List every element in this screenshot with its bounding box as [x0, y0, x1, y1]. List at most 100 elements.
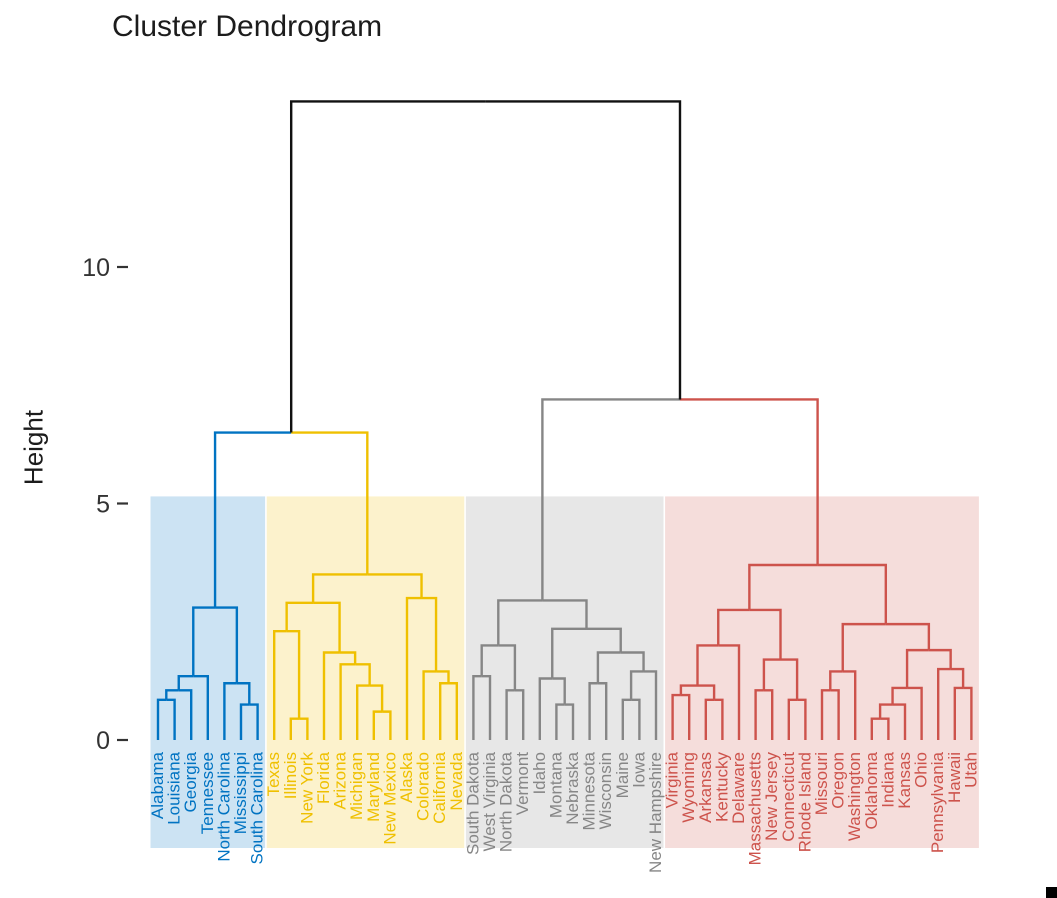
dendrogram-branch: [953, 686, 964, 740]
dendrogram-branch: [679, 398, 819, 565]
dendrogram-branch: [928, 648, 952, 670]
dendrogram-branch: [286, 630, 301, 719]
dendrogram-branch: [680, 693, 691, 740]
dendrogram-branch: [439, 682, 449, 740]
y-tick-label: 0: [96, 727, 110, 755]
dendrogram-branch: [763, 689, 774, 740]
dendrogram-branch: [597, 682, 608, 740]
dendrogram-branch: [367, 573, 423, 599]
dendrogram-branch: [754, 689, 764, 740]
dendrogram-branch: [156, 698, 167, 740]
leaf-label: Wyoming: [679, 752, 698, 823]
dendrogram-branch: [505, 689, 515, 740]
dendrogram-branch: [963, 686, 973, 740]
dendrogram-branch: [787, 698, 798, 740]
leaf-label: Maryland: [364, 752, 383, 822]
dendrogram-branch: [950, 667, 965, 688]
leaf-label: South Dakota: [463, 751, 482, 855]
dendrogram-branch: [780, 658, 799, 700]
dendrogram-branch: [497, 599, 543, 646]
dendrogram-branch: [369, 684, 384, 712]
leaf-label: New York: [297, 752, 316, 824]
leaf-label: South Carolina: [248, 751, 267, 864]
leaf-label: Washington: [845, 752, 864, 841]
dendrogram-branch: [631, 698, 641, 740]
leaf-label: Nebraska: [563, 751, 582, 824]
dendrogram-branch: [436, 670, 450, 684]
dendrogram-branch: [588, 682, 598, 740]
leaf-label: New Hampshire: [646, 752, 665, 873]
chart-title: Cluster Dendrogram: [112, 10, 383, 43]
leaf-label: Montana: [546, 751, 565, 818]
dendrogram-branch: [718, 644, 741, 740]
dendrogram-branch: [704, 698, 715, 740]
dendrogram-branch: [355, 663, 371, 686]
leaf-label: California: [430, 751, 449, 823]
dendrogram-branch: [541, 398, 680, 601]
dendrogram-branch: [697, 684, 716, 700]
dendrogram-branch: [555, 703, 565, 740]
dendrogram-branch: [937, 667, 951, 740]
leaf-label: Missouri: [812, 752, 831, 815]
leaf-label: Pennsylvania: [928, 751, 947, 853]
dendrogram-branch: [289, 717, 300, 740]
cluster-rect-1: [150, 496, 266, 848]
dendrogram-branch: [542, 599, 588, 629]
dendrogram-branch: [714, 698, 724, 740]
leaf-label: Oklahoma: [862, 751, 881, 829]
dendrogram-branch: [177, 674, 194, 691]
dendrogram-branch: [696, 644, 719, 686]
leaf-label: Idaho: [530, 752, 549, 795]
leaf-label: Michigan: [347, 752, 366, 820]
dendrogram-branch: [193, 674, 209, 740]
leaf-label: Florida: [314, 751, 333, 804]
dendrogram-branch: [643, 670, 658, 740]
dendrogram-branch: [842, 670, 857, 740]
leaf-label: New Jersey: [762, 752, 781, 841]
dendrogram-branch: [621, 698, 632, 740]
leaf-label: Hawaii: [945, 752, 964, 803]
dendrogram-branch: [249, 703, 259, 740]
leaf-label: Alaska: [397, 751, 416, 803]
dendrogram-branch: [905, 648, 929, 688]
cluster-rect-4: [665, 496, 979, 848]
dendrogram-branch: [797, 698, 807, 740]
dendrogram-branch: [748, 563, 818, 610]
dendrogram-branch: [878, 703, 893, 719]
dendrogram-branch: [552, 677, 566, 705]
dendrogram-branch: [472, 674, 482, 740]
dendrogram-branch: [339, 651, 357, 665]
leaf-label: Vermont: [513, 752, 532, 816]
dendrogram-branch: [421, 596, 438, 672]
leaf-label: Virginia: [663, 751, 682, 808]
leaf-label: Utah: [961, 752, 980, 788]
dendrogram-branch: [223, 682, 237, 740]
leaf-label: Connecticut: [779, 752, 798, 842]
y-axis-label: Height: [18, 409, 49, 486]
dendrogram-branch: [514, 689, 525, 740]
dendrogram-branch: [620, 651, 645, 672]
leaf-label: Arkansas: [696, 752, 715, 823]
leaf-label: Rhode Island: [795, 752, 814, 852]
leaf-label: Kentucky: [712, 752, 731, 822]
dendrogram-branch: [907, 686, 923, 740]
leaf-label: Nevada: [447, 751, 466, 810]
leaf-label: Minnesota: [580, 751, 599, 830]
dendrogram-branch: [405, 596, 422, 740]
dendrogram-branch: [885, 622, 931, 651]
dendrogram-branch: [382, 710, 392, 740]
dendrogram-branch: [480, 644, 499, 677]
corner-artifact: [1046, 887, 1057, 898]
dendrogram-branch: [629, 670, 644, 700]
leaf-label: New Mexico: [380, 752, 399, 845]
leaf-label: Louisiana: [165, 751, 184, 824]
leaf-label: Massachusetts: [746, 752, 765, 865]
dendrogram-branch: [178, 689, 193, 740]
dendrogram-branch: [213, 431, 292, 608]
dendrogram-branch: [313, 601, 341, 653]
dendrogram-branch: [166, 698, 176, 740]
leaf-label: North Carolina: [214, 751, 233, 861]
leaf-label: Texas: [264, 752, 283, 796]
leaf-label: Colorado: [414, 752, 433, 821]
